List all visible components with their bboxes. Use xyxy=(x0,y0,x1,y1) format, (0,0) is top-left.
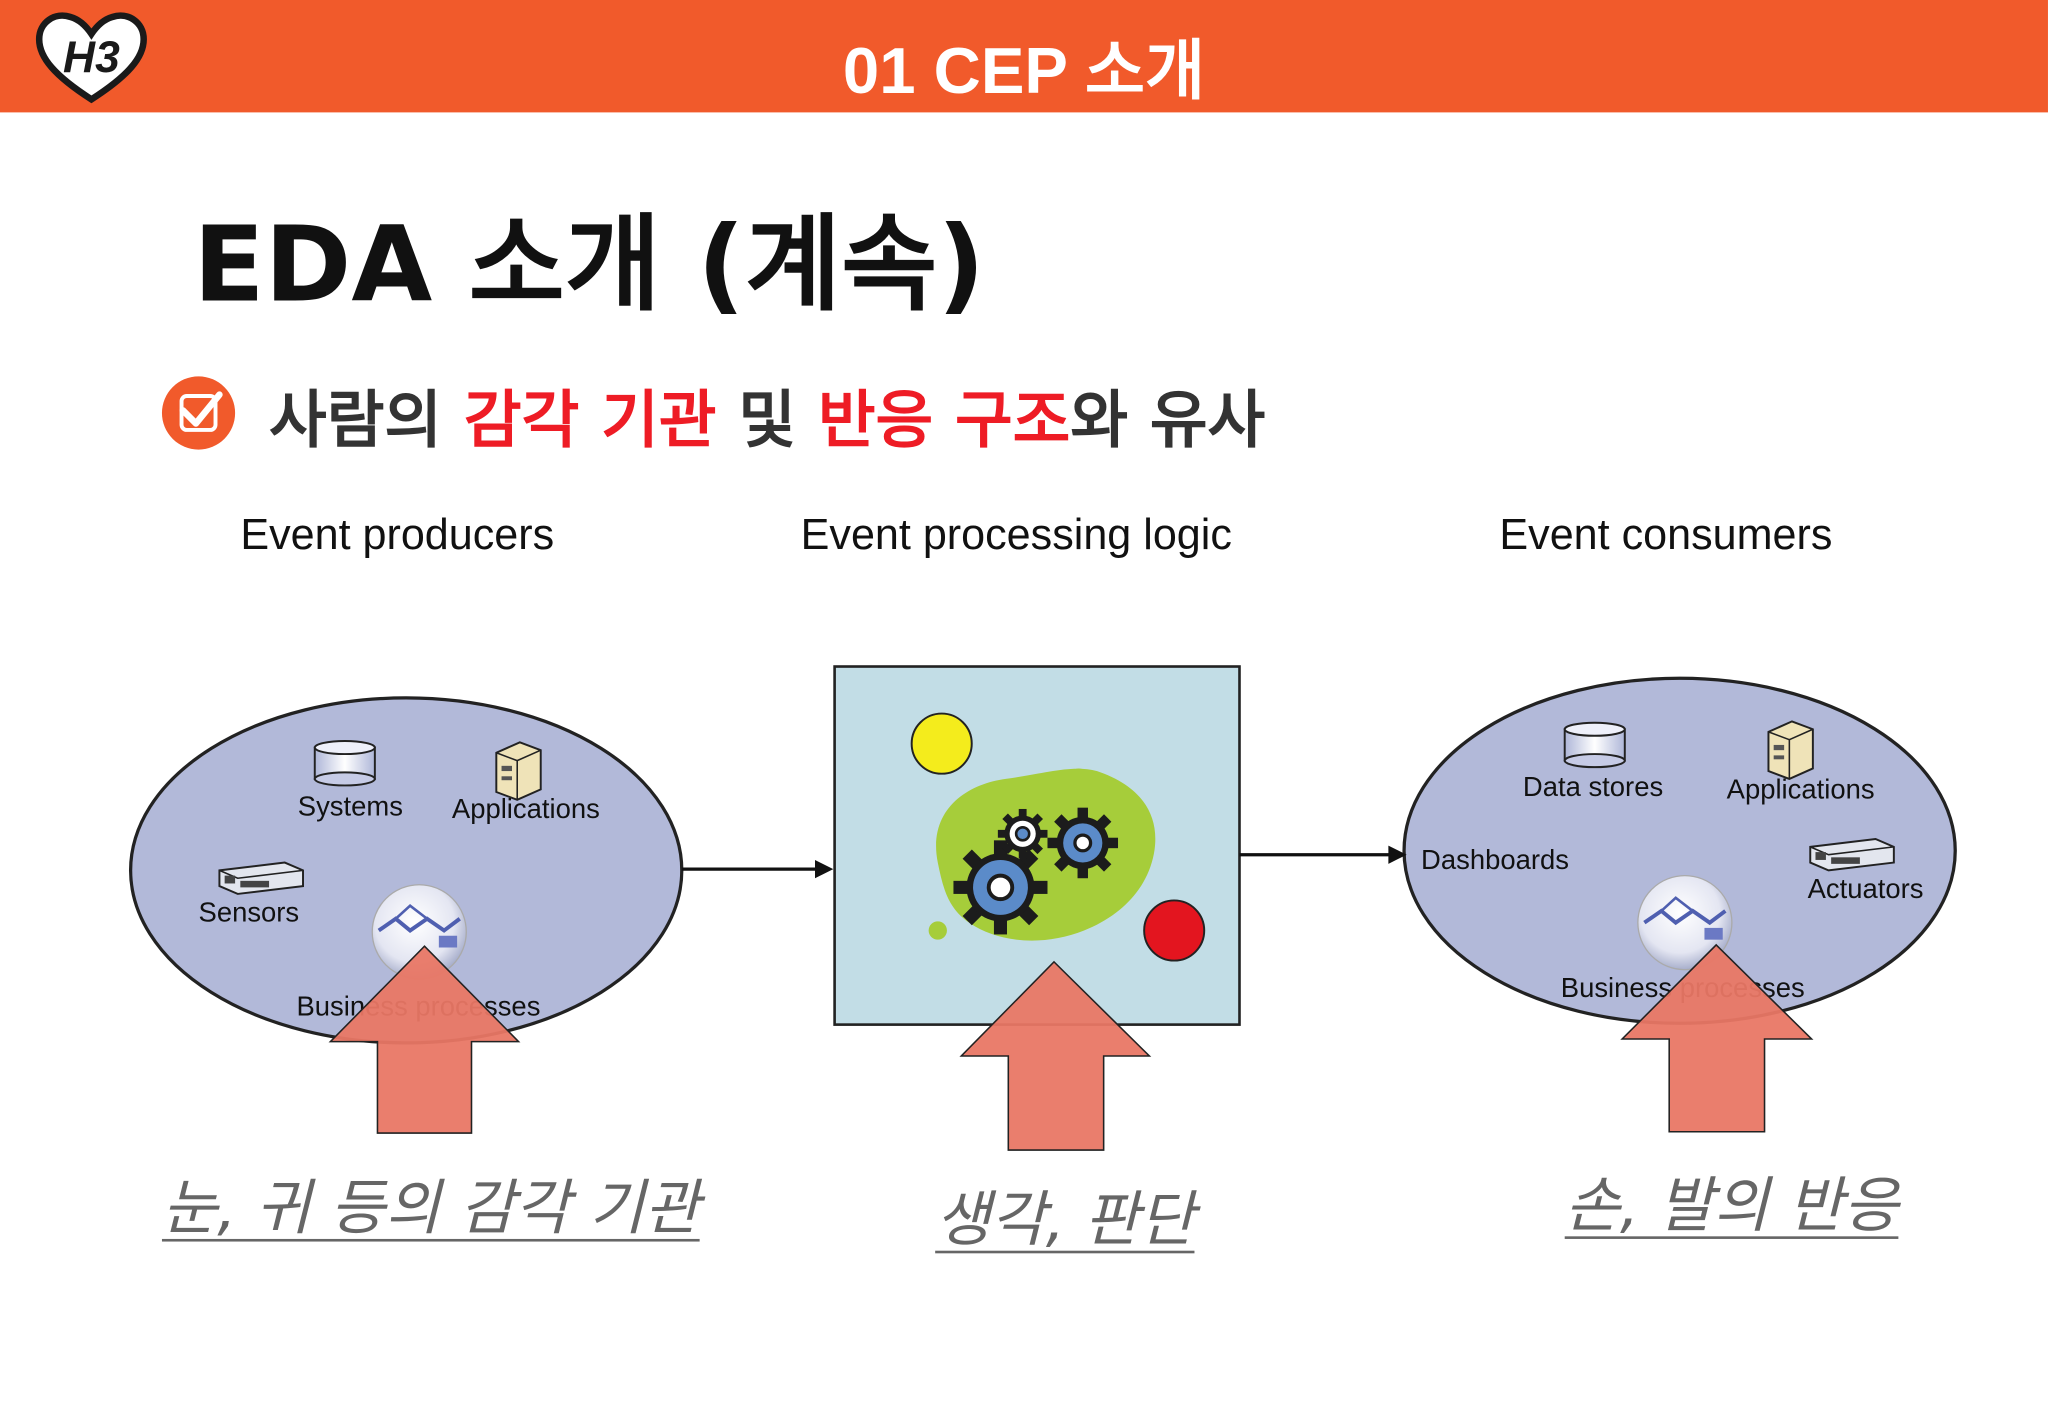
svg-text:H3: H3 xyxy=(63,33,120,82)
consumers-data-stores-label: Data stores xyxy=(1522,772,1664,803)
gear-small-icon xyxy=(997,808,1048,859)
consumer-business-process-orb-icon xyxy=(1637,874,1733,971)
bullet-highlight-response: 반응 구조 xyxy=(817,384,1071,458)
gear-medium-icon xyxy=(1047,807,1119,879)
bullet-text-part: 및 xyxy=(716,384,818,458)
consumers-actuators-label: Actuators xyxy=(1807,874,1924,905)
systems-database-icon xyxy=(313,740,376,787)
slide-title: EDA 소개 (계속) xyxy=(193,203,986,326)
caption-judgment: 생각, 판단 xyxy=(935,1184,1195,1255)
applications-server-icon xyxy=(495,741,542,801)
arrow-logic-to-consumers xyxy=(1239,845,1407,864)
producers-applications-label: Applications xyxy=(451,794,600,825)
bullet-highlight-senses: 감각 기관 xyxy=(463,384,717,458)
gear-large-icon xyxy=(953,840,1048,935)
consumers-dashboards-label: Dashboards xyxy=(1421,845,1569,876)
consumers-business-label: Business processes xyxy=(1560,973,1805,1004)
check-circle-icon xyxy=(161,376,236,450)
bullet-text-part: 사람의 xyxy=(269,384,464,458)
red-event-icon xyxy=(1143,899,1206,962)
caption-response: 손, 발의 반응 xyxy=(1564,1169,1899,1241)
sensors-device-icon xyxy=(218,861,304,895)
bullet-text: 사람의 감각 기관 및 반응 구조와 유사 xyxy=(269,369,1265,460)
actuators-device-icon xyxy=(1809,838,1895,872)
producers-systems-label: Systems xyxy=(297,791,403,823)
h3-logo-icon: H3 xyxy=(35,12,147,104)
yellow-event-icon xyxy=(910,712,973,775)
consumer-applications-server-icon xyxy=(1767,720,1814,780)
bullet-text-part: 와 유사 xyxy=(1070,384,1266,458)
consumers-heading: Event consumers xyxy=(1499,509,1833,559)
business-process-orb-icon xyxy=(371,884,467,980)
arrow-producers-to-logic xyxy=(681,859,834,879)
consumers-applications-label: Applications xyxy=(1726,774,1875,806)
logic-heading: Event processing logic xyxy=(800,509,1232,559)
producers-sensors-label: Sensors xyxy=(198,897,300,928)
header-title: 01 CEP 소개 xyxy=(842,33,1206,108)
producers-business-label: Business processes xyxy=(296,991,541,1022)
data-stores-database-icon xyxy=(1563,721,1626,769)
header-bar xyxy=(0,0,2048,113)
caption-senses: 눈, 귀 등의 감각 기관 xyxy=(161,1172,700,1243)
producers-heading: Event producers xyxy=(240,509,555,559)
